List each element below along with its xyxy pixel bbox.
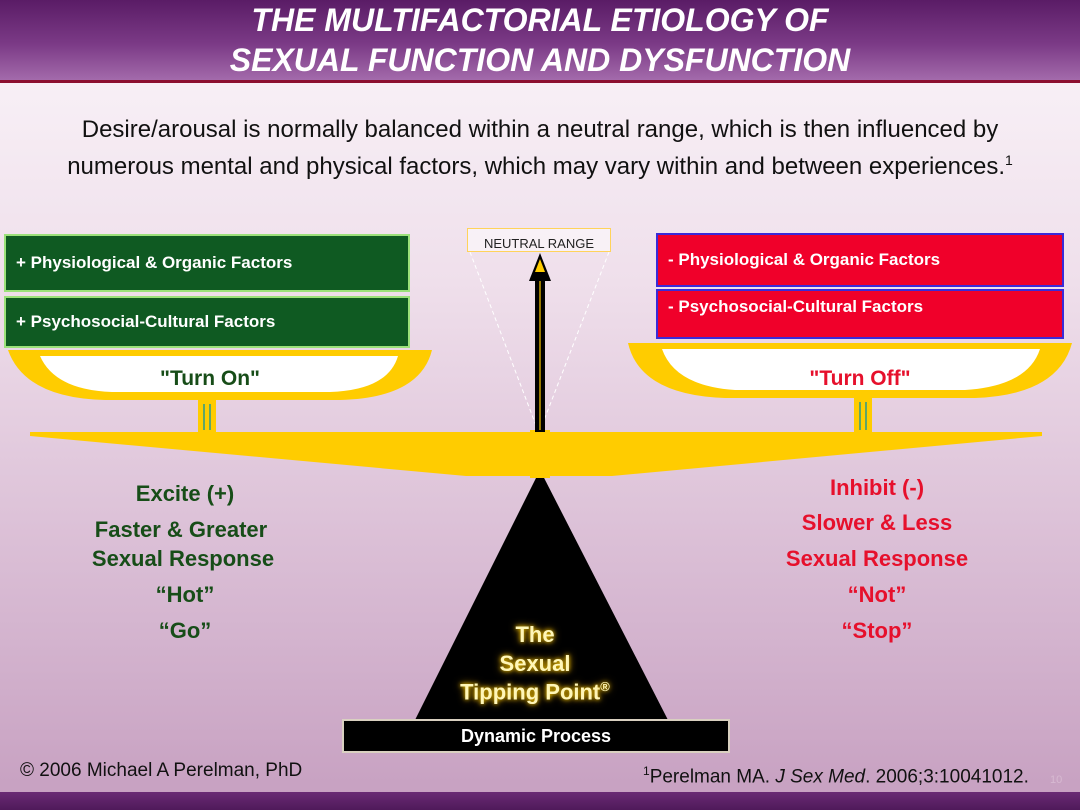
right-sexual-response-label: Sexual Response [785, 546, 969, 571]
beam-center-block [530, 430, 550, 478]
stop-label: “Stop” [841, 618, 913, 643]
go-label: “Go” [158, 618, 212, 643]
positive-psychosocial-factors-label: + Psychosocial-Cultural Factors [16, 312, 276, 331]
page-number: 10 [1050, 774, 1063, 786]
inhibit-label: Inhibit (-) [829, 475, 925, 500]
reference-details: . 2006;3:10041012. [865, 766, 1029, 788]
not-label: “Not” [847, 582, 907, 607]
positive-physiological-factors-box: + Physiological & Organic Factors [4, 234, 410, 292]
subtitle-footnote-mark: 1 [1005, 152, 1013, 168]
reference: 1Perelman MA. J Sex Med. 2006;3:10041012… [643, 764, 1029, 788]
fulcrum-triangle [415, 470, 668, 720]
subtitle: Desire/arousal is normally balanced with… [0, 114, 1080, 182]
title-line-2: SEXUAL FUNCTION AND DYSFUNCTION [229, 42, 851, 78]
registered-mark: ® [600, 679, 610, 694]
faster-greater-label: Faster & Greater [94, 517, 268, 542]
slower-less-label: Slower & Less [801, 510, 953, 535]
tipping-point-line-2: Sexual [499, 651, 571, 676]
subtitle-line-1: Desire/arousal is normally balanced with… [81, 116, 999, 143]
right-pan [628, 343, 1072, 434]
negative-physiological-factors-box: - Physiological & Organic Factors [656, 233, 1064, 287]
neutral-needle [529, 253, 551, 432]
reference-journal: J Sex Med [775, 766, 866, 788]
reference-author: Perelman MA. [649, 766, 776, 788]
tipping-point-line-1: The [515, 622, 555, 647]
bottom-bar [0, 792, 1080, 810]
subtitle-line-2-text: numerous mental and physical factors, wh… [67, 153, 1005, 180]
hot-label: “Hot” [155, 582, 215, 607]
negative-psychosocial-factors-box: - Psychosocial-Cultural Factors [656, 289, 1064, 339]
title-banner: THE MULTIFACTORIAL ETIOLOGY OF SEXUAL FU… [0, 0, 1080, 83]
reference-mark: 1 [643, 764, 650, 778]
negative-physiological-factors-label: - Physiological & Organic Factors [668, 250, 941, 269]
title-line-1: THE MULTIFACTORIAL ETIOLOGY OF [251, 2, 829, 38]
tipping-point-line-3: Tipping Point® [430, 679, 640, 705]
left-pan [8, 350, 432, 434]
subtitle-line-2: numerous mental and physical factors, wh… [0, 145, 1080, 182]
positive-physiological-factors-label: + Physiological & Organic Factors [16, 253, 293, 272]
copyright: © 2006 Michael A Perelman, PhD [20, 760, 303, 781]
neutral-range-label: NEUTRAL RANGE [467, 228, 611, 252]
excite-label: Excite (+) [135, 481, 235, 506]
tipping-point-text: Tipping Point [460, 679, 601, 705]
neutral-range-cone [469, 251, 610, 429]
negative-psychosocial-factors-label: - Psychosocial-Cultural Factors [668, 297, 924, 316]
left-sexual-response-label: Sexual Response [91, 546, 275, 571]
dynamic-process-bar: Dynamic Process [342, 719, 730, 753]
turn-on-label: "Turn On" [159, 367, 260, 390]
positive-psychosocial-factors-box: + Psychosocial-Cultural Factors [4, 296, 410, 348]
turn-off-label: "Turn Off" [809, 367, 911, 390]
